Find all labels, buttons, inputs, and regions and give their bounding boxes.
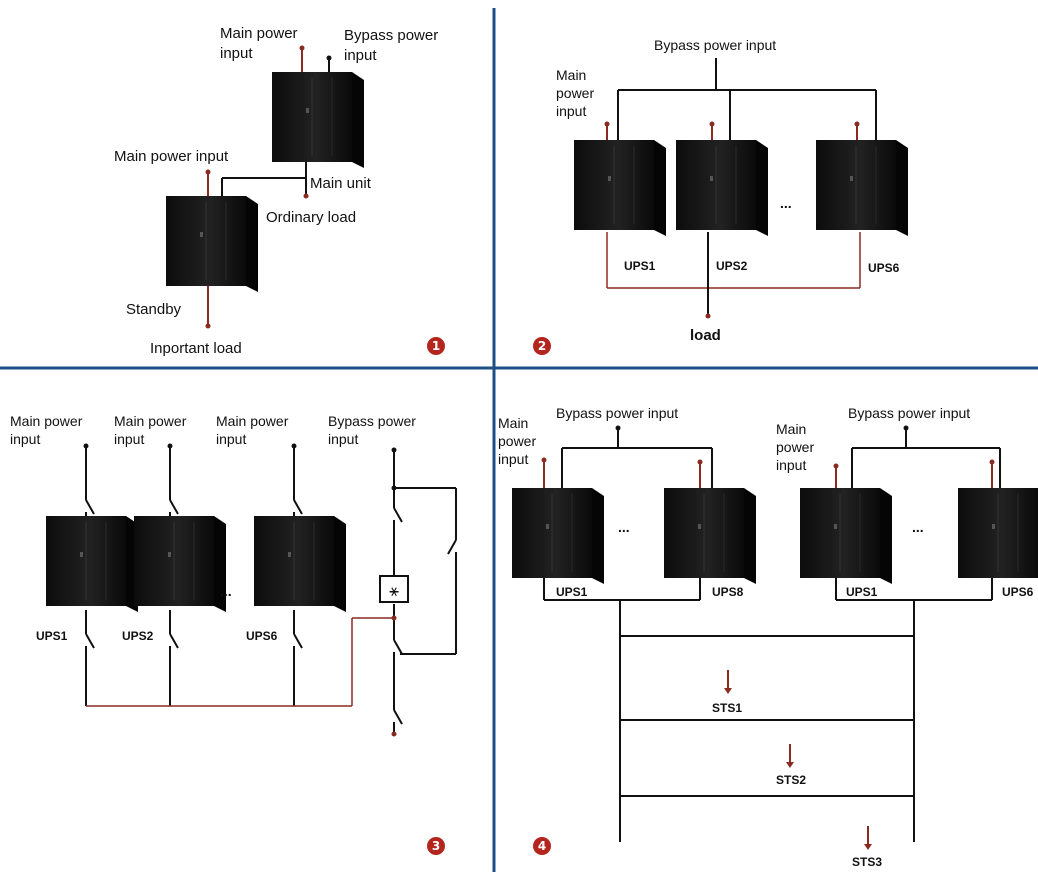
main-power-input-label-1b: input — [10, 431, 40, 447]
switch-icon — [85, 610, 303, 706]
ups-cabinet-icon — [511, 487, 605, 585]
main-power-input-label-1: Main power — [10, 413, 83, 429]
bypass-power-input-label-2: input — [344, 47, 377, 64]
bypass-power-input-label: Bypass power input — [654, 37, 776, 53]
ups-cabinet-icon — [815, 139, 909, 237]
panel-1: Main power input Bypass power input Main… — [114, 25, 445, 357]
badge-4-number: 4 — [538, 839, 546, 853]
badge-2 — [533, 337, 551, 355]
main-unit-label: Main unit — [310, 175, 372, 192]
ups6-label: UPS6 — [868, 261, 900, 275]
ups-cabinet-icon — [663, 487, 757, 585]
standby-label: Standby — [126, 301, 182, 318]
panel-dividers — [0, 8, 1038, 872]
ellipsis: ... — [780, 195, 792, 211]
ups-cabinet-icon — [253, 515, 347, 613]
ups1-label: UPS1 — [36, 629, 68, 643]
main-power-input-label-3: Main power — [216, 413, 289, 429]
main-power-input-label-left-3: input — [498, 451, 528, 467]
main-power-input-label-right: Main — [776, 421, 806, 437]
bypass-power-input-label-b: input — [328, 431, 358, 447]
main-power-input-label-right-2: power — [776, 439, 814, 455]
main-power-input-label: Main — [556, 67, 586, 83]
arrow-down-icon — [864, 826, 872, 850]
bypass-power-input-label: Bypass power — [328, 413, 416, 429]
main-power-input-label-standby: Main power input — [114, 148, 229, 165]
ups6-label: UPS6 — [246, 629, 278, 643]
panel-2: Bypass power input Main power input ... … — [533, 37, 909, 355]
badge-1 — [427, 337, 445, 355]
main-power-input-label: Main power — [220, 25, 298, 42]
sts-symbol-icon: ⚹ — [389, 581, 399, 600]
arrow-down-icon — [786, 744, 794, 768]
sts3-label: STS3 — [852, 855, 882, 869]
ups1-label-right: UPS1 — [846, 585, 878, 599]
ups8-label: UPS8 — [712, 585, 744, 599]
ordinary-load-label: Ordinary load — [266, 209, 356, 226]
panel-3: Main power input Main power input Main p… — [10, 413, 457, 855]
main-power-input-label-right-3: input — [776, 457, 806, 473]
sts1-label: STS1 — [712, 701, 742, 715]
bypass-power-input-label: Bypass power — [344, 27, 438, 44]
bypass-power-input-label-left: Bypass power input — [556, 405, 678, 421]
ups-cabinet-icon — [45, 515, 139, 613]
ups1-label: UPS1 — [624, 259, 656, 273]
main-power-input-label-3: input — [556, 103, 586, 119]
ups6-label: UPS6 — [1002, 585, 1034, 599]
ups-cabinet-icon — [957, 487, 1038, 585]
badge-4 — [533, 837, 551, 855]
main-power-input-label-left-2: power — [498, 433, 536, 449]
badge-3 — [427, 837, 445, 855]
sts-switch-icon — [379, 575, 409, 603]
load-label: load — [690, 327, 721, 344]
ups-cabinet-icon — [271, 71, 365, 169]
badge-3-number: 3 — [432, 839, 440, 853]
main-power-input-label-2: input — [220, 45, 253, 62]
important-load-label: Inportant load — [150, 340, 242, 357]
ups-cabinet-icon — [799, 487, 893, 585]
ellipsis: ... — [618, 519, 630, 535]
ups-cabinet-icon — [165, 195, 259, 293]
sts2-label: STS2 — [776, 773, 806, 787]
main-power-input-label-2b: input — [114, 431, 144, 447]
bypass-power-input-label-right: Bypass power input — [848, 405, 970, 421]
badge-1-number: 1 — [432, 339, 440, 353]
badge-2-number: 2 — [538, 339, 546, 353]
ups2-label: UPS2 — [122, 629, 154, 643]
ups-cabinet-icon — [675, 139, 769, 237]
ups-cabinet-icon — [573, 139, 667, 237]
ellipsis-right: ... — [912, 519, 924, 535]
main-power-input-label-2: Main power — [114, 413, 187, 429]
switch-icon — [85, 446, 303, 520]
arrow-down-icon — [724, 670, 732, 694]
main-power-input-label-2: power — [556, 85, 594, 101]
main-power-input-label-left: Main — [498, 415, 528, 431]
ups2-label: UPS2 — [716, 259, 748, 273]
switch-icon — [393, 450, 457, 734]
ups-cabinet-icon — [133, 515, 227, 613]
panel-4: Main power input Bypass power input Main… — [498, 405, 1038, 869]
main-power-input-label-3b: input — [216, 431, 246, 447]
ellipsis: ... — [220, 583, 232, 599]
ups1-label-left: UPS1 — [556, 585, 588, 599]
